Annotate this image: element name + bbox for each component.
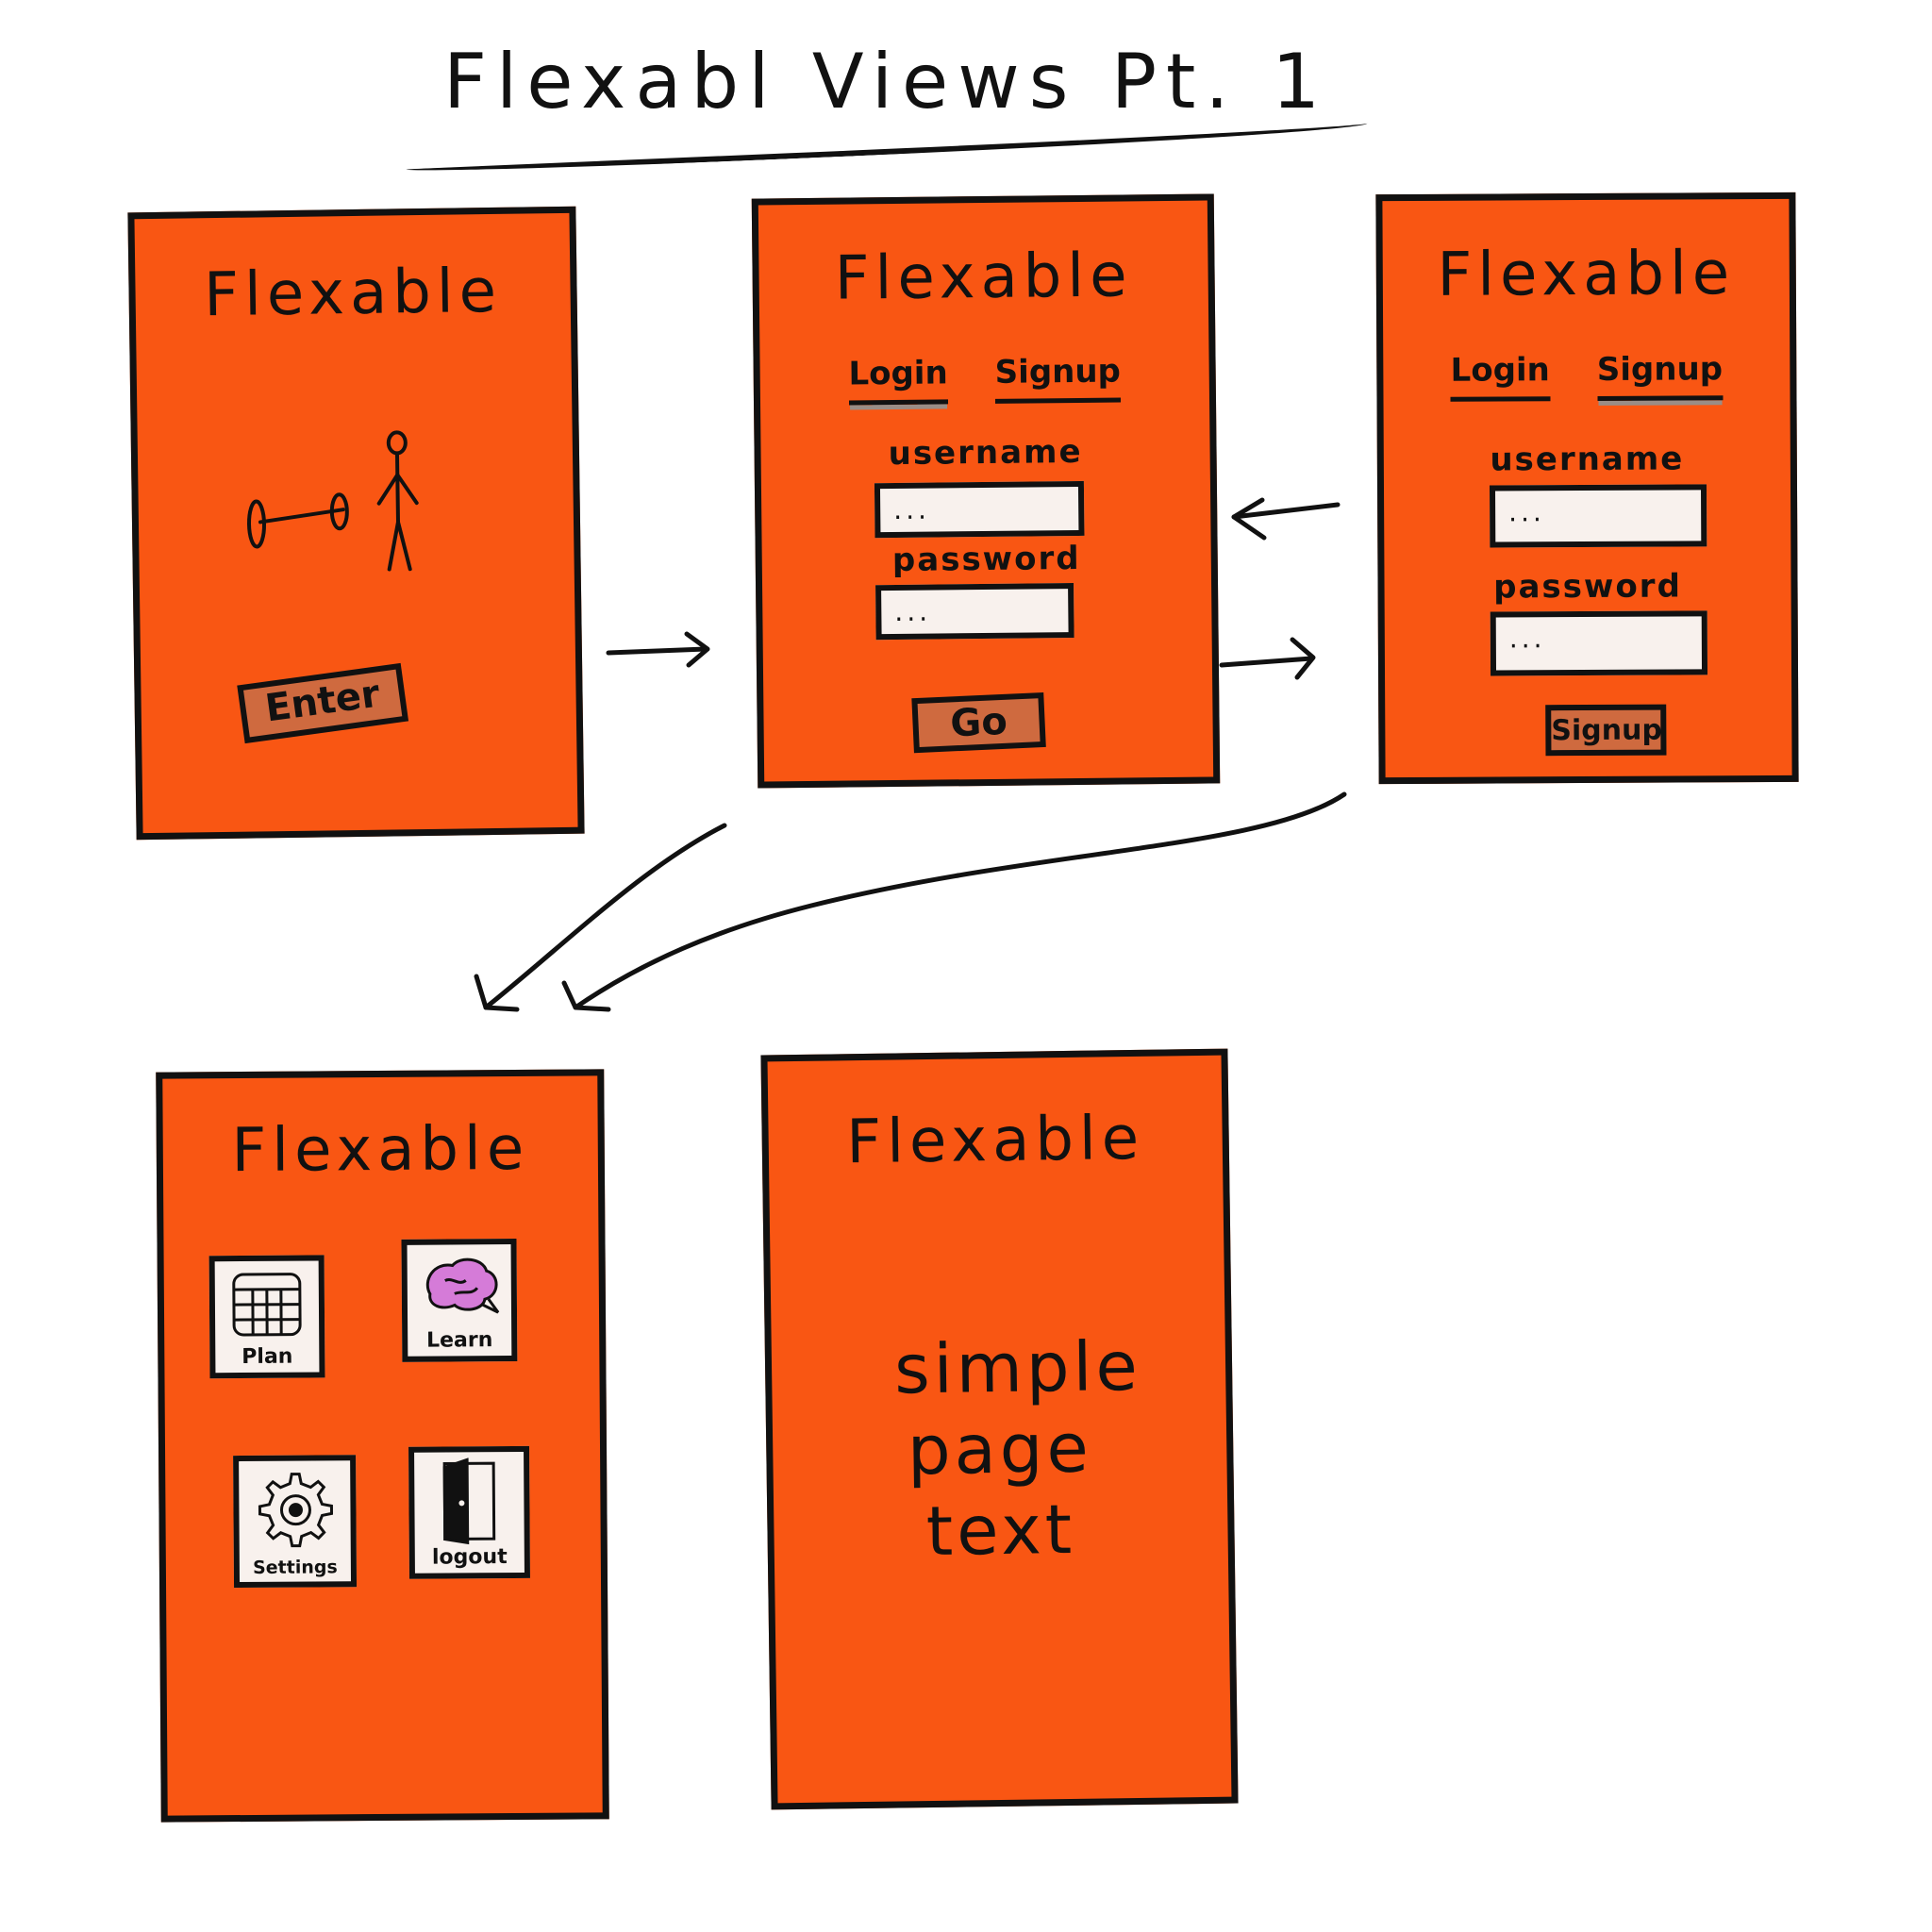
tab-signup[interactable]: Signup	[1596, 350, 1724, 401]
app-title: Flexable	[845, 1103, 1145, 1178]
arrow-login-to-home	[474, 823, 727, 1012]
page-title: Flexabl Views Pt. 1	[443, 38, 1330, 125]
settings-tile[interactable]: Settings	[233, 1455, 358, 1589]
plan-tile[interactable]: Plan	[208, 1255, 325, 1379]
calendar-icon	[232, 1273, 302, 1337]
tab-login[interactable]: Login	[848, 354, 949, 406]
gear-icon	[258, 1473, 334, 1548]
signup-screen: Flexable Login Signup username ... passw…	[1375, 192, 1799, 785]
tile-label: Settings	[252, 1557, 338, 1578]
arrow-signup-to-login	[1231, 497, 1341, 541]
app-title: Flexable	[1437, 239, 1736, 310]
body-text: simple page text	[893, 1325, 1142, 1572]
username-field[interactable]: ...	[1489, 484, 1707, 548]
tab-signup[interactable]: Signup	[994, 352, 1122, 404]
brain-icon	[425, 1257, 500, 1314]
password-label: password	[1493, 567, 1682, 607]
logout-tile[interactable]: logout	[408, 1445, 530, 1579]
tile-label: Plan	[242, 1344, 293, 1370]
go-button[interactable]: Go	[911, 691, 1046, 754]
auth-tabs: Login Signup	[759, 352, 1209, 407]
username-label: username	[888, 432, 1083, 474]
tile-label: Learn	[425, 1328, 493, 1353]
username-label: username	[1490, 440, 1685, 479]
arrow-login-to-signup	[1219, 637, 1316, 680]
password-field[interactable]: ...	[1490, 610, 1708, 676]
app-title: Flexable	[231, 1113, 530, 1187]
welcome-screen: Flexable Enter	[127, 206, 585, 841]
home-screen: Flexable Plan Learn Settings	[156, 1069, 609, 1823]
enter-button[interactable]: Enter	[237, 662, 409, 744]
login-screen: Flexable Login Signup username ... passw…	[751, 193, 1221, 789]
password-field[interactable]: ...	[875, 583, 1074, 641]
signup-button[interactable]: Signup	[1545, 704, 1667, 757]
password-label: password	[891, 539, 1081, 580]
app-title: Flexable	[203, 256, 503, 331]
app-title: Flexable	[834, 241, 1133, 314]
simple-page-screen: Flexable simple page text	[760, 1048, 1239, 1810]
arrow-welcome-to-login	[606, 631, 710, 668]
arrow-signup-to-home	[561, 791, 1347, 1012]
person-barbell-icon	[246, 430, 419, 572]
username-field[interactable]: ...	[874, 480, 1085, 539]
door-icon	[442, 1457, 496, 1545]
tile-label: logout	[431, 1545, 508, 1570]
learn-tile[interactable]: Learn	[401, 1239, 518, 1362]
tab-login[interactable]: Login	[1450, 351, 1551, 402]
auth-tabs: Login Signup	[1383, 350, 1790, 402]
